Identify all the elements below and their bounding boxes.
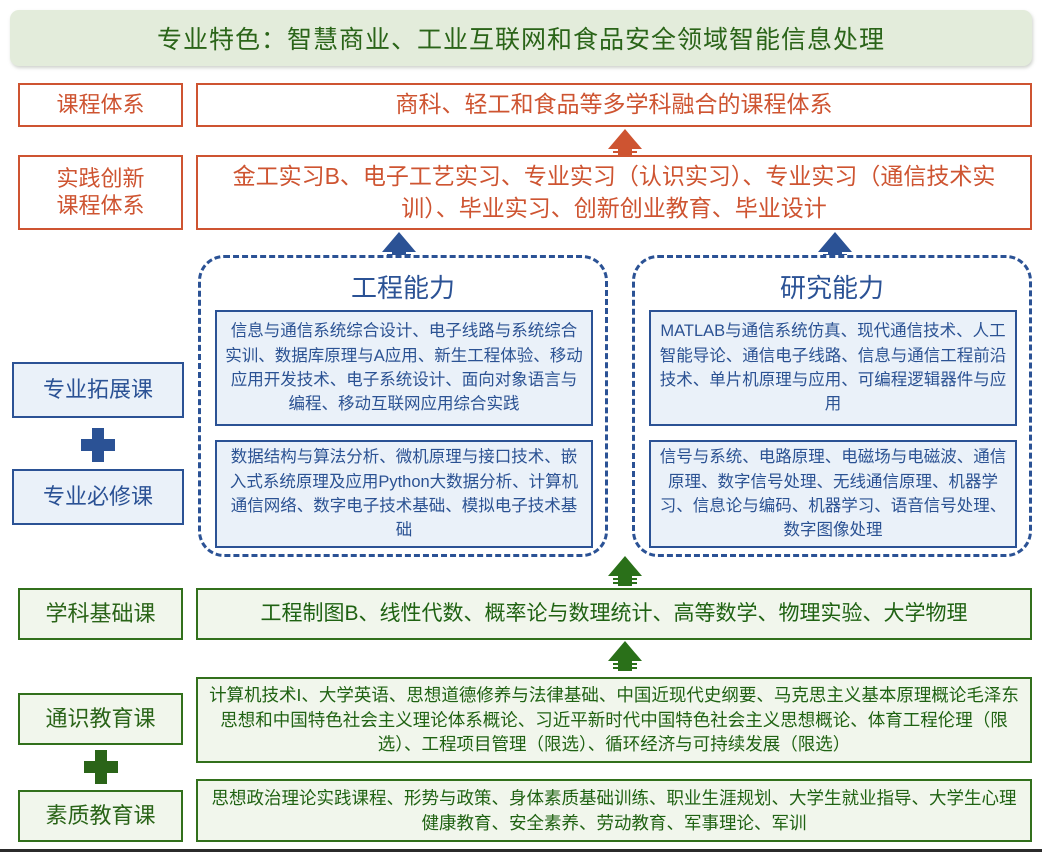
bottom-divider: [0, 849, 1042, 852]
box-quality-education: 思想政治理论实践课程、形势与政策、身体素质基础训练、职业生涯规划、大学生就业指导…: [196, 779, 1032, 842]
capability-group-research: 研究能力 MATLAB与通信系统仿真、现代通信技术、人工智能导论、通信电子线路、…: [632, 255, 1032, 557]
plus-icon-professional: [81, 428, 115, 462]
box-general-education: 计算机技术I、大学英语、思想道德修养与法律基础、中国近现代史纲要、马克思主义基本…: [196, 677, 1032, 763]
capability-research-extension-courses: MATLAB与通信系统仿真、现代通信技术、人工智能导论、通信电子线路、信息与通信…: [649, 310, 1017, 426]
label-professional-extension-course: 专业拓展课: [12, 362, 184, 418]
arrow-practice-to-curriculum: [608, 129, 642, 157]
capability-title-engineering: 工程能力: [350, 273, 455, 303]
arrow-general-to-foundation: [608, 641, 642, 671]
label-general-education: 通识教育课: [18, 693, 183, 745]
label-subject-foundation: 学科基础课: [18, 588, 183, 640]
label-practice-innovation: 实践创新 课程体系: [18, 155, 183, 230]
capability-engineering-extension-courses: 信息与通信系统综合设计、电子线路与系统综合实训、数据库原理与A应用、新生工程体验…: [215, 310, 593, 426]
box-curriculum-system: 商科、轻工和食品等多学科融合的课程体系: [196, 83, 1032, 127]
plus-icon-general-education: [84, 750, 118, 784]
arrow-foundation-to-capability: [608, 556, 642, 586]
capability-engineering-required-courses: 数据结构与算法分析、微机原理与接口技术、嵌入式系统原理及应用Python大数据分…: [215, 440, 593, 548]
label-quality-education: 素质教育课: [18, 790, 183, 842]
box-subject-foundation: 工程制图B、线性代数、概率论与数理统计、高等数学、物理实验、大学物理: [196, 588, 1032, 640]
label-practice-innovation-line1: 实践创新: [56, 165, 145, 191]
program-feature-banner: 专业特色：智慧商业、工业互联网和食品安全领域智能信息处理: [10, 10, 1032, 66]
label-practice-innovation-line2: 课程体系: [56, 192, 145, 218]
label-curriculum-system: 课程体系: [18, 83, 183, 127]
label-professional-required-course: 专业必修课: [12, 469, 184, 525]
box-practice-innovation: 金工实习B、电子工艺实习、专业实习（认识实习）、专业实习（通信技术实训）、毕业实…: [196, 155, 1032, 230]
capability-research-required-courses: 信号与系统、电路原理、电磁场与电磁波、通信原理、数字信号处理、无线通信原理、机器…: [649, 440, 1017, 548]
capability-title-research: 研究能力: [779, 273, 884, 303]
capability-group-engineering: 工程能力 信息与通信系统综合设计、电子线路与系统综合实训、数据库原理与A应用、新…: [198, 255, 608, 557]
